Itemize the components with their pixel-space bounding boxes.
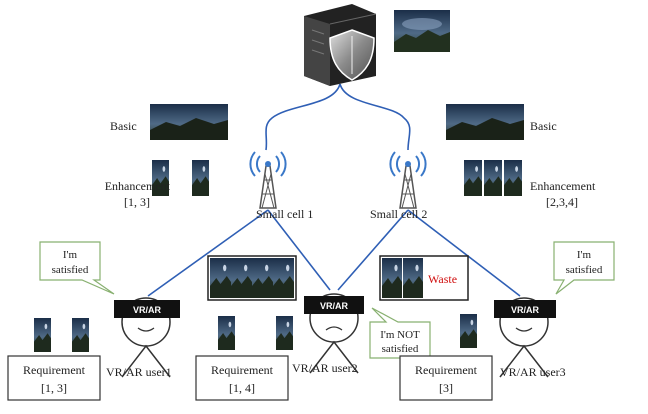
user2-figure xyxy=(309,293,359,374)
req-tiles-user3: [3] xyxy=(439,381,453,395)
bubble-user3: I'm satisfied xyxy=(553,241,615,295)
panorama-tile-icon xyxy=(464,160,522,196)
user3-figure xyxy=(499,297,549,378)
link-server-cell1 xyxy=(265,83,341,151)
bubble-user1: I'm satisfied xyxy=(39,241,115,295)
req-tiles-user2: [1, 4] xyxy=(229,381,255,395)
hmd-label-user1: VR/AR xyxy=(133,305,162,315)
panorama-source-image xyxy=(394,10,450,52)
delivered-tiles-cell1 xyxy=(207,255,297,301)
enh-left-tiles: [1, 3] xyxy=(124,195,150,209)
bubble-user2-line2: satisfied xyxy=(382,343,419,355)
basic-label-left: Basic xyxy=(110,119,137,133)
shield-icon xyxy=(329,29,375,81)
bubble-user1-line1: I'm xyxy=(63,249,78,261)
user3-name: VR/AR user3 xyxy=(500,365,566,379)
user1-figure xyxy=(121,297,171,378)
enh-right-title: Enhancement xyxy=(530,179,596,193)
user2-name: VR/AR user2 xyxy=(292,361,358,375)
link-server-cell2 xyxy=(339,83,411,151)
waste-label: Waste xyxy=(428,272,457,286)
link-cell2-user2 xyxy=(337,209,409,291)
req-title-user3: Requirement xyxy=(415,363,478,377)
vr-headset-icon: VR/AR xyxy=(494,300,556,318)
requirement-box-user3: Requirement [3] xyxy=(399,355,493,401)
user1-name: VR/AR user1 xyxy=(106,365,172,379)
link-cell2-user3 xyxy=(407,209,521,297)
cell1-label: Small cell 1 xyxy=(256,207,313,221)
enh-right-tiles: [2,3,4] xyxy=(546,195,578,209)
req-title-user1: Requirement xyxy=(23,363,86,377)
bubble-user3-line2: satisfied xyxy=(566,264,603,276)
vr-headset-icon: VR/AR xyxy=(114,300,180,318)
requirement-box-user2: Requirement [1, 4] xyxy=(195,355,289,401)
bubble-user2: I'm NOT satisfied xyxy=(369,307,431,359)
requirement-box-user1: Requirement [1, 3] xyxy=(7,355,101,401)
hmd-label-user2: VR/AR xyxy=(320,301,349,311)
links xyxy=(147,83,521,297)
basic-panorama-right xyxy=(446,104,524,140)
waste-box xyxy=(379,255,469,301)
bubble-user1-line2: satisfied xyxy=(52,264,89,276)
hmd-label-user3: VR/AR xyxy=(511,305,540,315)
antenna-tower-icon xyxy=(389,151,427,209)
link-cell1-user1 xyxy=(147,209,269,297)
link-cell1-user2 xyxy=(267,209,331,291)
req-tiles-user1: [1, 3] xyxy=(41,381,67,395)
req-title-user2: Requirement xyxy=(211,363,274,377)
vr-headset-icon: VR/AR xyxy=(304,296,364,314)
bubble-user2-line1: I'm NOT xyxy=(380,329,420,341)
bubble-user3-line1: I'm xyxy=(577,249,592,261)
basic-panorama-left xyxy=(150,104,228,140)
enh-left-title: Enhancement xyxy=(105,179,171,193)
antenna-tower-icon xyxy=(249,151,287,209)
cell2-label: Small cell 2 xyxy=(370,207,427,221)
basic-label-right: Basic xyxy=(530,119,557,133)
